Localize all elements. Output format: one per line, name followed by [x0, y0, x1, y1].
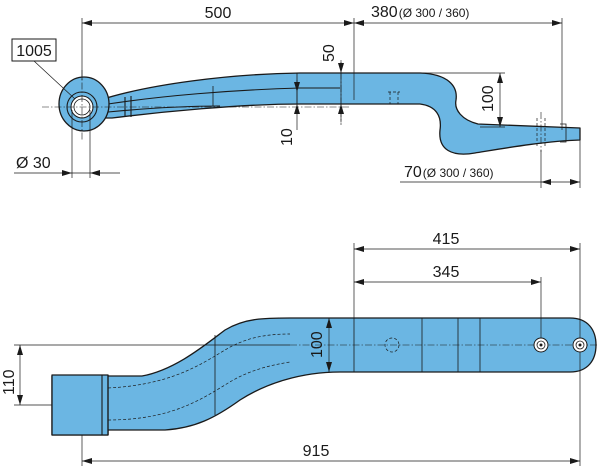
hidden-edge-1: [107, 333, 291, 389]
eye-block-top: [51, 374, 109, 436]
dim-100-top-label: 100: [309, 331, 326, 358]
center-bolt-mark: [388, 91, 400, 104]
hole-inner: [533, 337, 549, 353]
dim-415-label: 415: [433, 231, 460, 248]
dim-915-label: 915: [303, 443, 330, 460]
dim-70-label: 70(Ø 300 / 360): [404, 164, 494, 181]
spring-leaf-top: [51, 317, 597, 436]
spring-eye: [58, 76, 110, 132]
center-bolt-hole: [384, 337, 400, 353]
dim-110-label: 110: [1, 369, 18, 395]
side-view: 500 380(Ø 300 / 360) 50 10 100 Ø 30: [11, 4, 581, 188]
dim-10-label: 10: [279, 128, 296, 146]
dim-500-label: 500: [205, 5, 232, 22]
spring-leaf-side: [99, 72, 581, 155]
dim-dia-label: Ø 30: [16, 155, 51, 172]
hole-outer: [572, 337, 588, 353]
reference-label: 1005: [16, 43, 52, 60]
top-view: 415 345 100 110 915: [1, 231, 598, 466]
dim-345-label: 345: [433, 264, 460, 281]
reference-leader: [33, 60, 76, 100]
dim-50-label: 50: [321, 44, 338, 62]
dim-100-side-label: 100: [480, 85, 497, 112]
rear-end-shape: [560, 123, 567, 143]
leaf-lower-line: [107, 105, 221, 113]
dim-380-label: 380(Ø 300 / 360): [371, 4, 469, 21]
leaf-inner-line: [107, 87, 340, 105]
hidden-edge-2: [107, 361, 291, 421]
